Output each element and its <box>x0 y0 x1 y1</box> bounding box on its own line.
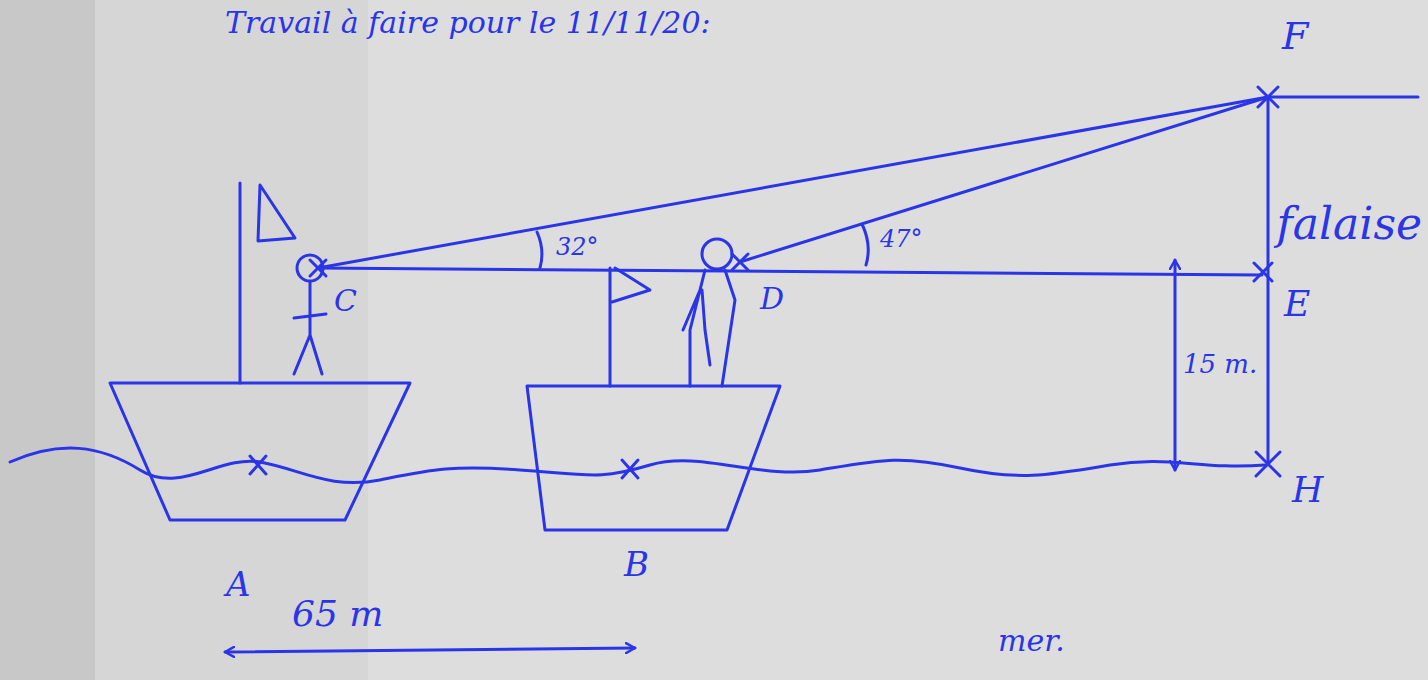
dimension-label: 65 m <box>292 594 383 634</box>
background-strip <box>0 0 95 680</box>
boat-cross <box>250 456 266 474</box>
sight-line <box>318 97 1268 268</box>
sea-label: mer. <box>998 624 1065 657</box>
point-cross <box>1256 452 1280 476</box>
sight-line <box>740 97 1268 262</box>
dimension-arrow <box>225 648 635 652</box>
cliff-line <box>1268 97 1418 462</box>
point-cross <box>1258 87 1278 107</box>
sight-line <box>318 268 1262 275</box>
dimension-arrow <box>1174 260 1177 470</box>
person-head <box>702 239 732 269</box>
point-label: C <box>334 284 357 317</box>
point-label: E <box>1284 284 1310 324</box>
flag <box>612 268 650 302</box>
cliff-label: falaise <box>1276 200 1422 248</box>
dimension-label: 15 m. <box>1183 350 1257 379</box>
angle-arc <box>537 232 542 268</box>
sea-wave <box>10 448 1265 483</box>
point-label: B <box>624 546 649 583</box>
angle-arc <box>862 224 868 265</box>
flag <box>258 185 295 241</box>
point-label: A <box>226 566 251 603</box>
boat-hull <box>527 386 780 530</box>
boat-hull <box>110 383 410 520</box>
point-cross <box>310 260 326 276</box>
point-label: F <box>1282 16 1308 58</box>
title: Travail à faire pour le 11/11/20: <box>225 6 711 39</box>
point-cross <box>732 254 748 270</box>
person-body <box>294 282 326 374</box>
angle-label: 32° <box>556 234 599 260</box>
point-label: H <box>1292 470 1323 510</box>
mast <box>609 268 612 386</box>
mast <box>239 183 242 383</box>
point-cross <box>1254 263 1272 281</box>
point-label: D <box>760 282 784 315</box>
boat-cross <box>622 460 638 478</box>
angle-label: 47° <box>880 226 923 252</box>
person-body <box>683 270 735 386</box>
